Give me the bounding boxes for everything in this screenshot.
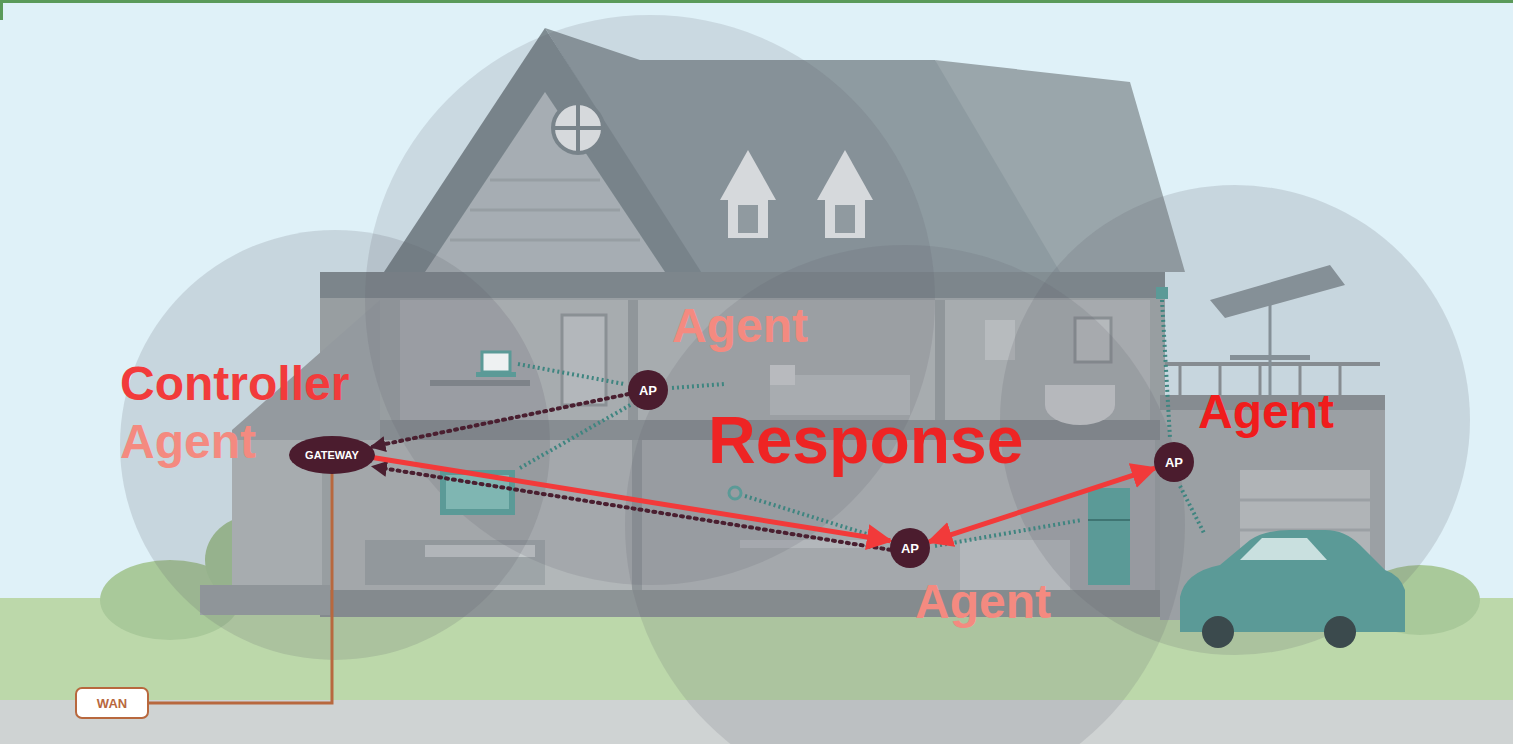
wifi-links-part	[672, 384, 725, 388]
corner-strip	[0, 0, 3, 20]
devices-part	[482, 352, 510, 372]
wifi-links-part	[518, 364, 624, 384]
wan-box: WAN	[75, 687, 149, 719]
wifi-links-part	[1162, 300, 1170, 438]
devices-part	[1240, 538, 1327, 560]
devices-part	[476, 372, 516, 377]
coverage-circles-part	[1000, 185, 1470, 655]
message-label: Response	[708, 407, 1023, 473]
devices-part	[1324, 616, 1356, 648]
gateway-ellipse: GATEWAY	[289, 436, 375, 474]
wifi-links-part	[745, 496, 886, 540]
wifi-links	[518, 300, 1205, 546]
node-text: AP	[639, 384, 657, 397]
link-arrow	[929, 468, 1155, 542]
role-label: Agent	[120, 418, 256, 466]
coverage-circles	[120, 15, 1470, 744]
top-strip	[0, 0, 1513, 3]
node-text: AP	[1165, 456, 1183, 469]
role-label: Controller	[120, 360, 349, 408]
devices-part	[1156, 287, 1168, 299]
role-label: Agent	[915, 578, 1051, 626]
node-text: GATEWAY	[305, 450, 359, 461]
access-point-circle: AP	[628, 370, 668, 410]
devices-part	[1088, 519, 1130, 521]
devices-part	[1088, 488, 1130, 585]
access-point-circle: AP	[890, 528, 930, 568]
access-point-circle: AP	[1154, 442, 1194, 482]
devices-part	[729, 487, 741, 499]
dotted-link	[373, 467, 891, 550]
devices	[440, 287, 1405, 648]
node-text: AP	[901, 542, 919, 555]
dotted-link	[371, 394, 628, 447]
node-text: WAN	[97, 697, 127, 710]
devices-part	[1202, 616, 1234, 648]
role-label: Agent	[672, 302, 808, 350]
wifi-links-part	[1180, 486, 1205, 535]
link-arrow	[149, 474, 332, 703]
role-label: Agent	[1198, 388, 1334, 436]
